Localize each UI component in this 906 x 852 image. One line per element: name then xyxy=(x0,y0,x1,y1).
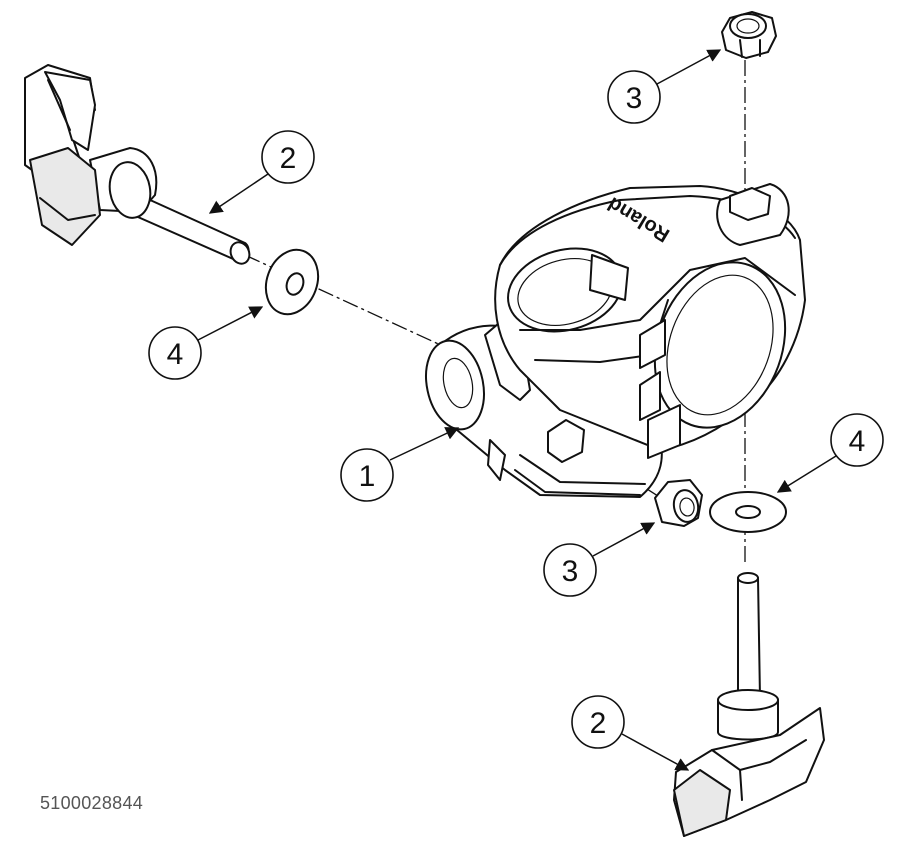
svg-text:3: 3 xyxy=(626,82,643,115)
callout-3-upper: 3 xyxy=(607,49,722,124)
callout-4-left: 4 xyxy=(148,306,264,380)
washer-right xyxy=(709,491,787,533)
svg-text:2: 2 xyxy=(280,142,297,175)
callout-4-right: 4 xyxy=(776,413,884,493)
hex-nut-upper xyxy=(721,11,777,59)
callout-2-upper: 2 xyxy=(208,130,315,214)
t-bolt-lower xyxy=(673,572,825,837)
svg-text:2: 2 xyxy=(590,707,607,740)
hex-nut-lower xyxy=(654,479,703,527)
svg-text:4: 4 xyxy=(849,425,866,458)
t-bolt-upper xyxy=(24,64,251,265)
callout-2-lower: 2 xyxy=(571,695,690,771)
callout-3-lower: 3 xyxy=(543,522,656,597)
clamp-body: Roland xyxy=(425,183,806,498)
svg-text:1: 1 xyxy=(359,460,376,493)
washer-left xyxy=(264,248,320,316)
part-number-label: 5100028844 xyxy=(40,793,144,813)
svg-text:3: 3 xyxy=(562,555,579,588)
callout-1: 1 xyxy=(340,427,460,502)
svg-text:4: 4 xyxy=(167,338,184,371)
